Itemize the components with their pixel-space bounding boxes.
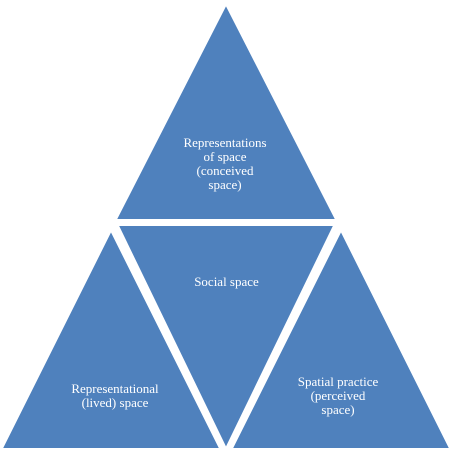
- label-social-space: Social space: [194, 274, 259, 289]
- triangle-bottom-left: [0, 223, 226, 452]
- label-spatial-practice: Spatial practice (perceived space): [297, 374, 379, 417]
- label-representational-space: Representational (lived) space: [71, 381, 159, 410]
- label-representations-of-space: Representations of space (conceived spac…: [183, 135, 267, 192]
- triangle-center-inverted: [112, 222, 340, 452]
- triangle-top: [110, 0, 342, 223]
- triangle-bottom-right: [226, 223, 453, 452]
